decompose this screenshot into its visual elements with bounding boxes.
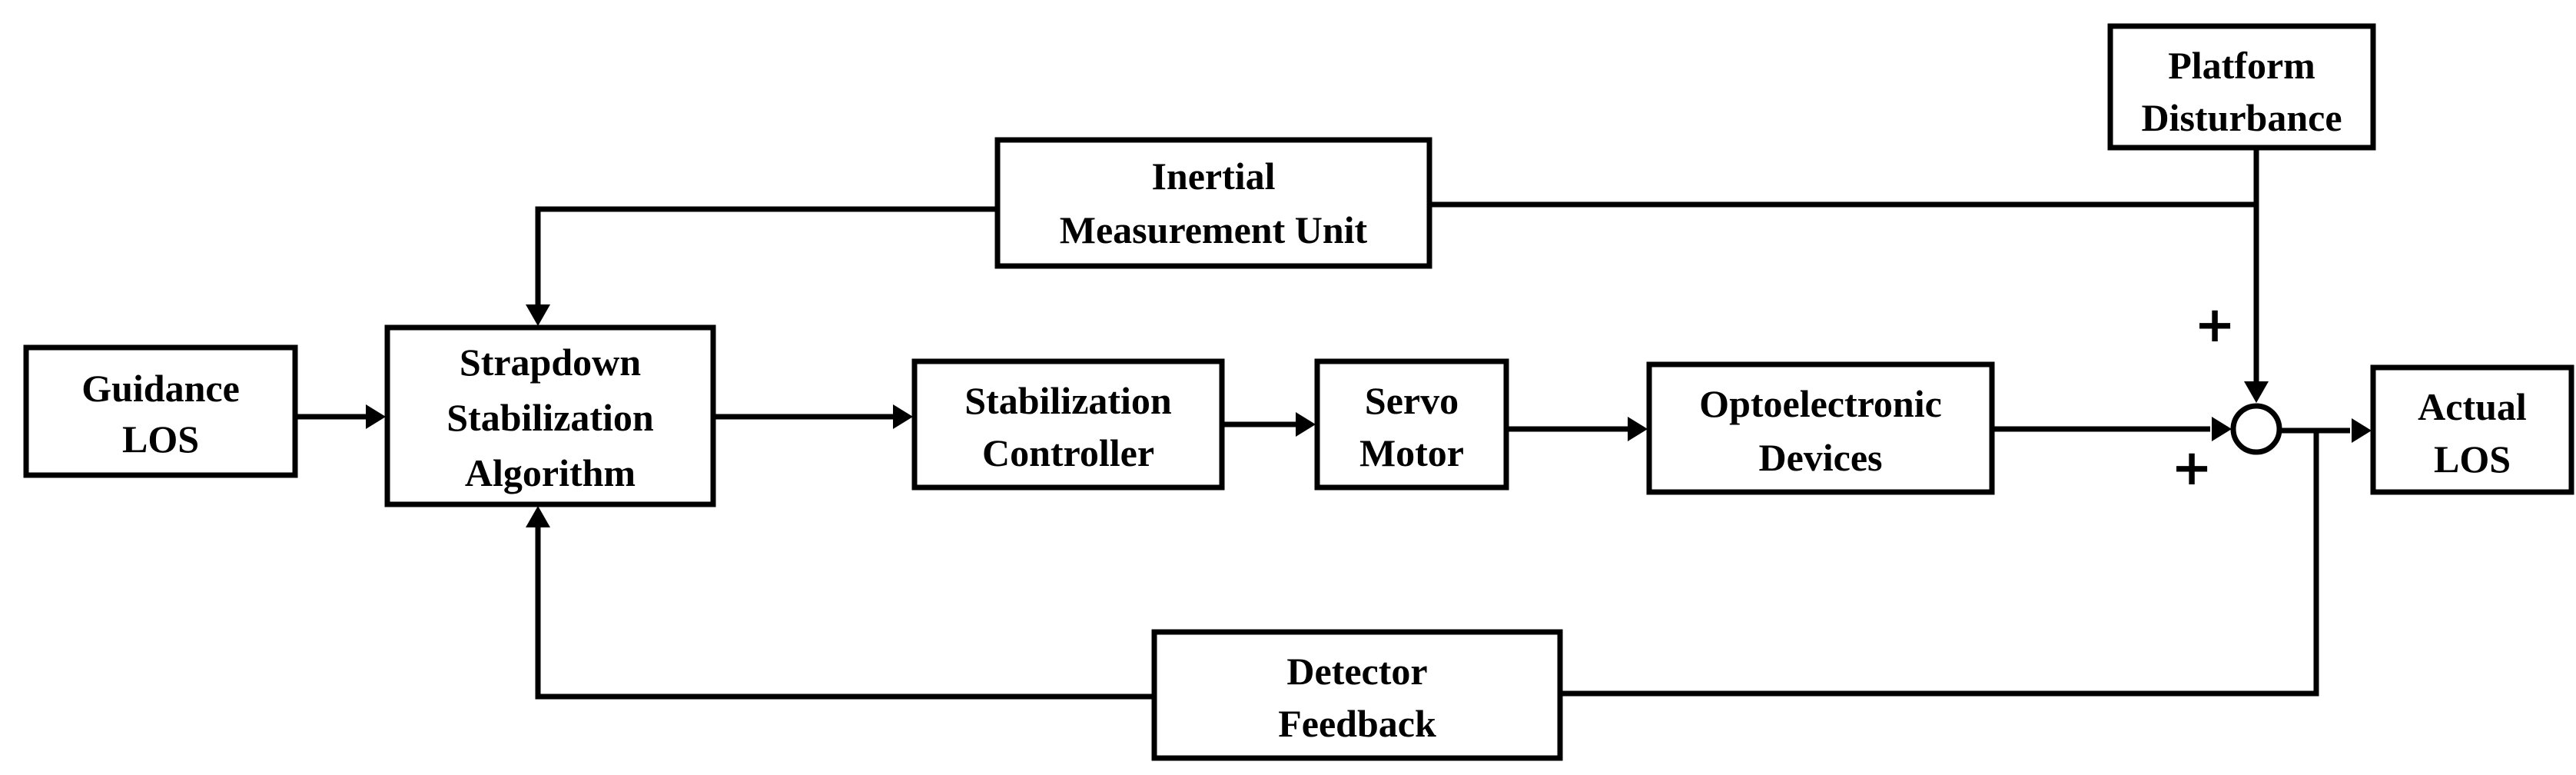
actual-los-box (2370, 364, 2574, 495)
arrow-into-junction-left (2212, 417, 2232, 441)
actual-los-line1: Actual (2418, 385, 2527, 428)
disturbance-line2: Disturbance (2141, 96, 2342, 139)
strapdown-line2: Stabilization (446, 396, 654, 439)
opto-line2: Devices (1758, 436, 1882, 479)
detector-line2: Feedback (1278, 702, 1436, 745)
imu-box (994, 137, 1432, 269)
strapdown-line3: Algorithm (465, 451, 636, 494)
arrow-into-strapdown-bottom (526, 506, 550, 527)
plus-sign-left: + (2171, 440, 2213, 497)
guidance-los-box (23, 344, 298, 478)
block-strapdown-stabilization-algorithm: Strapdown Stabilization Algorithm (384, 324, 716, 507)
block-optoelectronic-devices: Optoelectronic Devices (1646, 361, 1995, 495)
wire-output-to-detector (1562, 431, 2319, 697)
imu-line1: Inertial (1151, 155, 1275, 198)
summing-junction-circle (2230, 403, 2282, 455)
block-guidance-los: Guidance LOS (23, 344, 298, 478)
block-inertial-measurement-unit: Inertial Measurement Unit (994, 137, 1432, 269)
actual-los-line2: LOS (2434, 437, 2511, 481)
arrow-into-junction-top (2244, 381, 2269, 403)
plus-sign-top: + (2194, 297, 2236, 354)
block-stabilization-controller: Stabilization Controller (911, 358, 1225, 491)
controller-line2: Controller (982, 431, 1154, 474)
block-actual-los: Actual LOS (2370, 364, 2574, 495)
arrow-into-strapdown (366, 404, 386, 429)
summing-junction: + + (2171, 297, 2282, 497)
strapdown-box (384, 324, 716, 507)
controller-box (911, 358, 1225, 491)
arrow-into-servo (1296, 412, 1316, 437)
servo-box (1314, 358, 1509, 491)
wire-detector-to-strapdown (535, 526, 1153, 700)
imu-line2: Measurement Unit (1060, 208, 1368, 251)
arrow-into-controller (893, 404, 913, 429)
detector-line1: Detector (1286, 650, 1427, 693)
disturbance-line1: Platform (2168, 44, 2315, 87)
servo-line1: Servo (1365, 379, 1459, 422)
controller-line1: Stabilization (964, 379, 1172, 422)
wire-imu-to-strapdown (535, 206, 998, 306)
block-detector-feedback: Detector Feedback (1151, 629, 1563, 761)
block-servo-motor: Servo Motor (1314, 358, 1509, 491)
detector-box (1151, 629, 1563, 761)
servo-line2: Motor (1359, 431, 1464, 474)
guidance-los-line2: LOS (122, 417, 199, 461)
guidance-los-line1: Guidance (81, 367, 240, 410)
arrow-into-actual-los (2352, 418, 2372, 443)
opto-line1: Optoelectronic (1699, 382, 1942, 425)
arrow-into-strapdown-top (526, 304, 550, 326)
arrow-into-opto (1628, 417, 1648, 441)
block-platform-disturbance: Platform Disturbance (2107, 23, 2376, 151)
strapdown-line1: Strapdown (460, 341, 641, 384)
opto-box (1646, 361, 1995, 495)
connection-wires (297, 148, 2372, 700)
disturbance-box (2107, 23, 2376, 151)
